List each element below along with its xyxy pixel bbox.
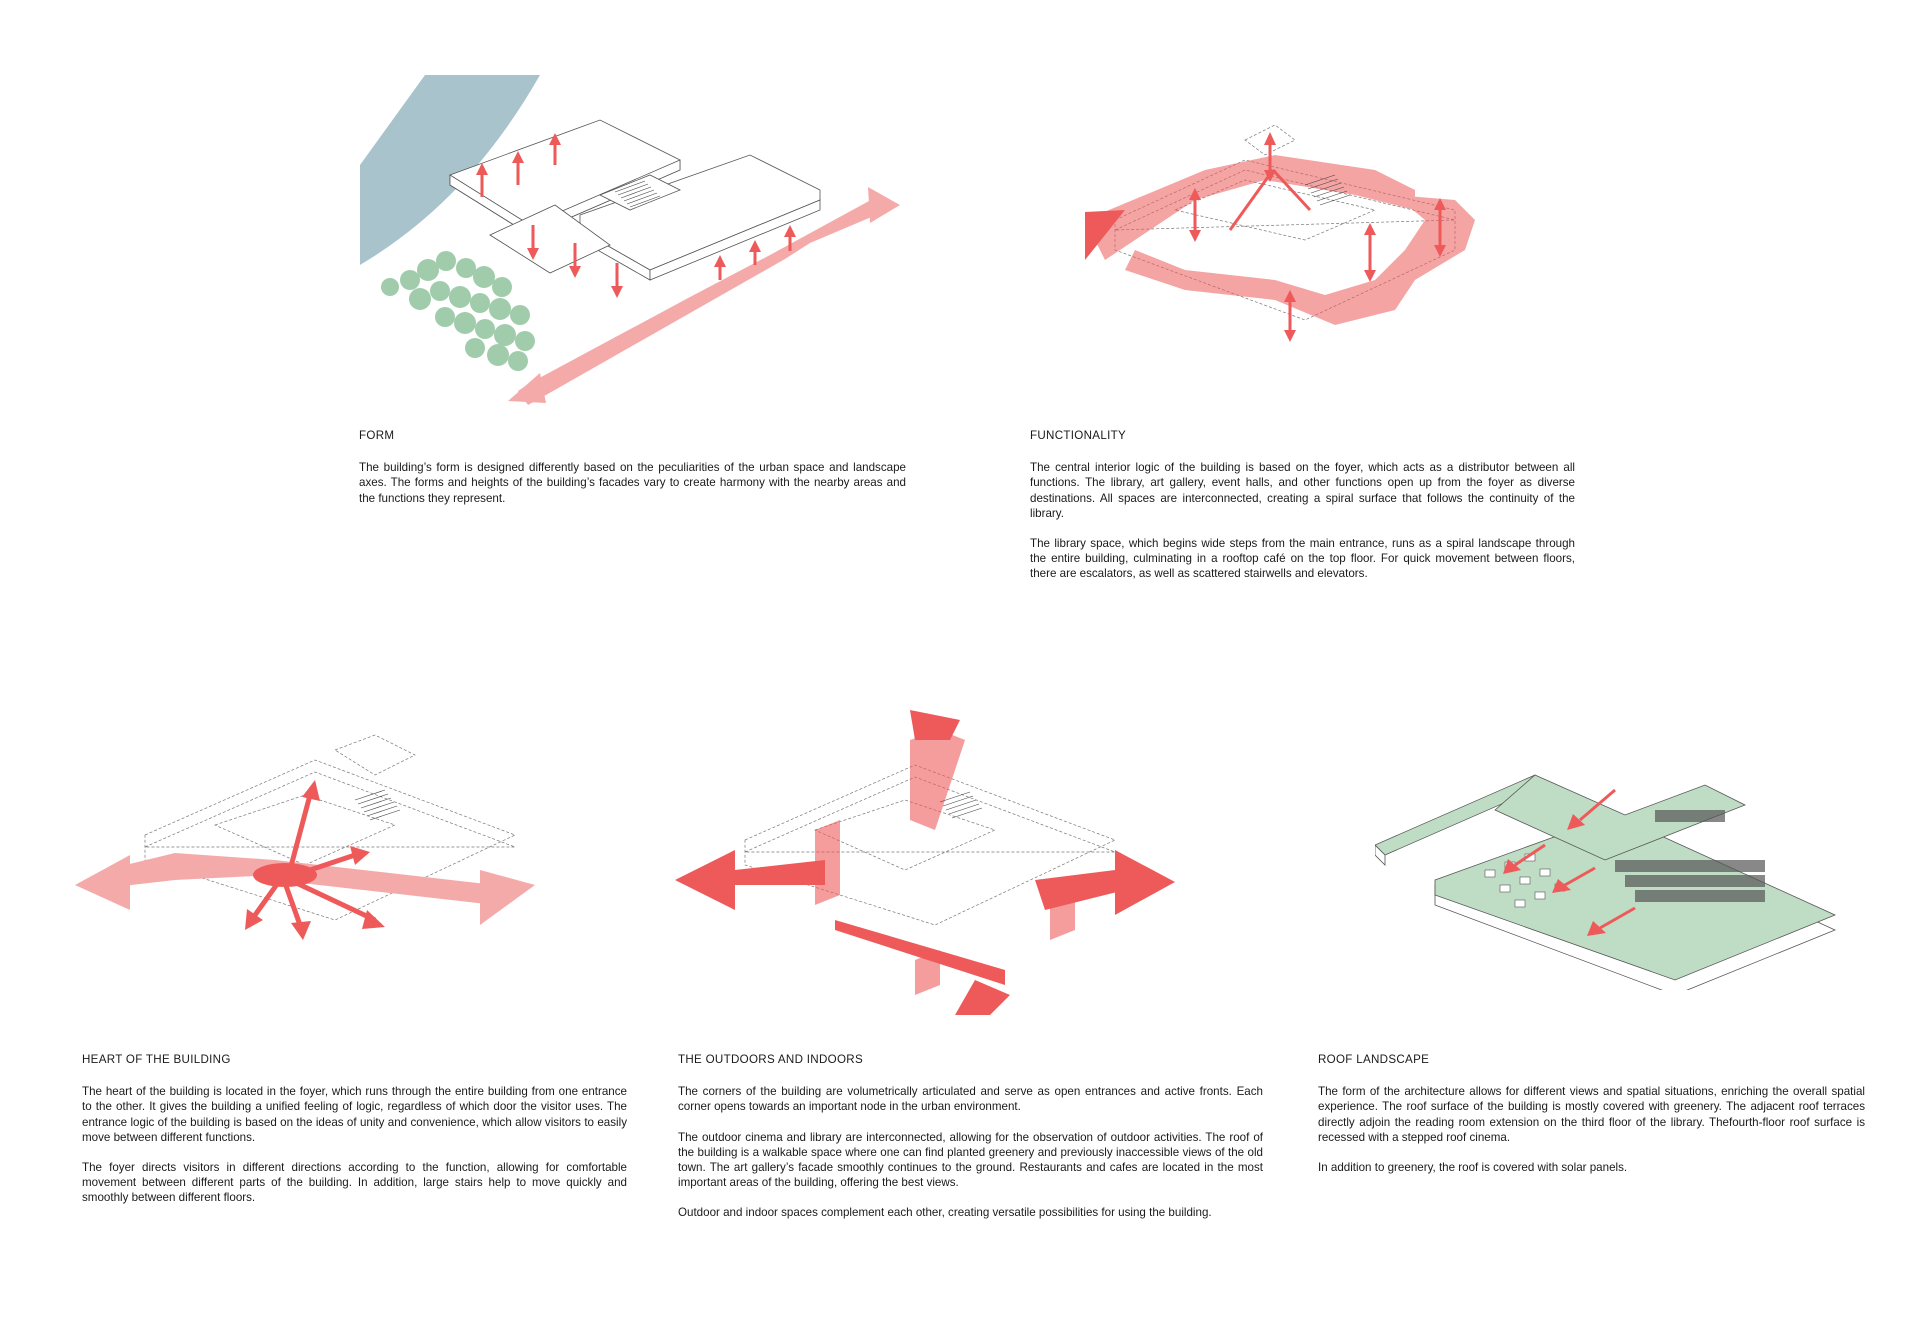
form-paragraph: The building’s form is designed differen… bbox=[359, 461, 906, 505]
stair-hatch bbox=[1304, 174, 1351, 206]
stair-hatch bbox=[614, 180, 661, 208]
building-volume bbox=[449, 119, 821, 281]
roof-volume bbox=[1375, 774, 1837, 990]
outdoors-panel: THE OUTDOORS AND INDOORS The corners of … bbox=[678, 1052, 1263, 1236]
functionality-panel: FUNCTIONALITY The central interior logic… bbox=[1030, 428, 1575, 597]
corner-arrows bbox=[675, 710, 1175, 1015]
roof-panel: ROOF LANDSCAPE The form of the architect… bbox=[1318, 1052, 1865, 1190]
heart-paragraph: The heart of the building is located in … bbox=[82, 1085, 627, 1144]
roof-title: ROOF LANDSCAPE bbox=[1318, 1053, 1430, 1066]
form-diagram bbox=[350, 65, 910, 410]
stair-hatch bbox=[939, 791, 983, 819]
outdoors-diagram bbox=[675, 710, 1275, 1020]
street-axis-arrow bbox=[518, 195, 895, 405]
outdoors-paragraph: The corners of the building are volumetr… bbox=[678, 1085, 1263, 1114]
outdoors-title: THE OUTDOORS AND INDOORS bbox=[678, 1053, 863, 1066]
direction-arrows bbox=[75, 853, 535, 925]
roof-diagram bbox=[1375, 730, 1855, 990]
tree-cluster bbox=[381, 251, 535, 371]
height-arrows bbox=[476, 133, 796, 298]
heart-panel: HEART OF THE BUILDING The heart of the b… bbox=[82, 1052, 627, 1221]
building-outline-dashed bbox=[144, 734, 516, 921]
functionality-diagram bbox=[1075, 100, 1575, 360]
functionality-paragraph: The central interior logic of the buildi… bbox=[1030, 461, 1575, 520]
heart-paragraph: The foyer directs visitors in different … bbox=[82, 1161, 627, 1205]
roof-paragraph: In addition to greenery, the roof is cov… bbox=[1318, 1161, 1628, 1175]
outdoors-paragraph: The outdoor cinema and library are inter… bbox=[678, 1130, 1263, 1190]
terrace-arrows bbox=[1503, 788, 1636, 936]
functionality-paragraph: The library space, which begins wide ste… bbox=[1030, 537, 1575, 581]
river-shape bbox=[360, 75, 540, 265]
heart-title: HEART OF THE BUILDING bbox=[82, 1053, 231, 1066]
functionality-title: FUNCTIONALITY bbox=[1030, 429, 1127, 442]
heart-diagram bbox=[75, 725, 635, 985]
form-title: FORM bbox=[359, 429, 395, 442]
foyer-arrows bbox=[245, 780, 385, 940]
foyer-core bbox=[253, 863, 317, 887]
roof-paragraph: The form of the architecture allows for … bbox=[1318, 1085, 1865, 1144]
entry-arrow bbox=[1085, 210, 1125, 260]
corner-volumes bbox=[815, 730, 1075, 995]
stair-hatch bbox=[354, 789, 401, 821]
building-outline-dashed bbox=[744, 764, 1116, 926]
spiral-path bbox=[1085, 155, 1475, 325]
solar-grid bbox=[1615, 810, 1765, 902]
outdoors-paragraph: Outdoor and indoor spaces complement eac… bbox=[678, 1206, 1212, 1220]
vertical-arrows bbox=[1189, 132, 1446, 342]
form-panel: FORM The building’s form is designed dif… bbox=[359, 428, 906, 521]
